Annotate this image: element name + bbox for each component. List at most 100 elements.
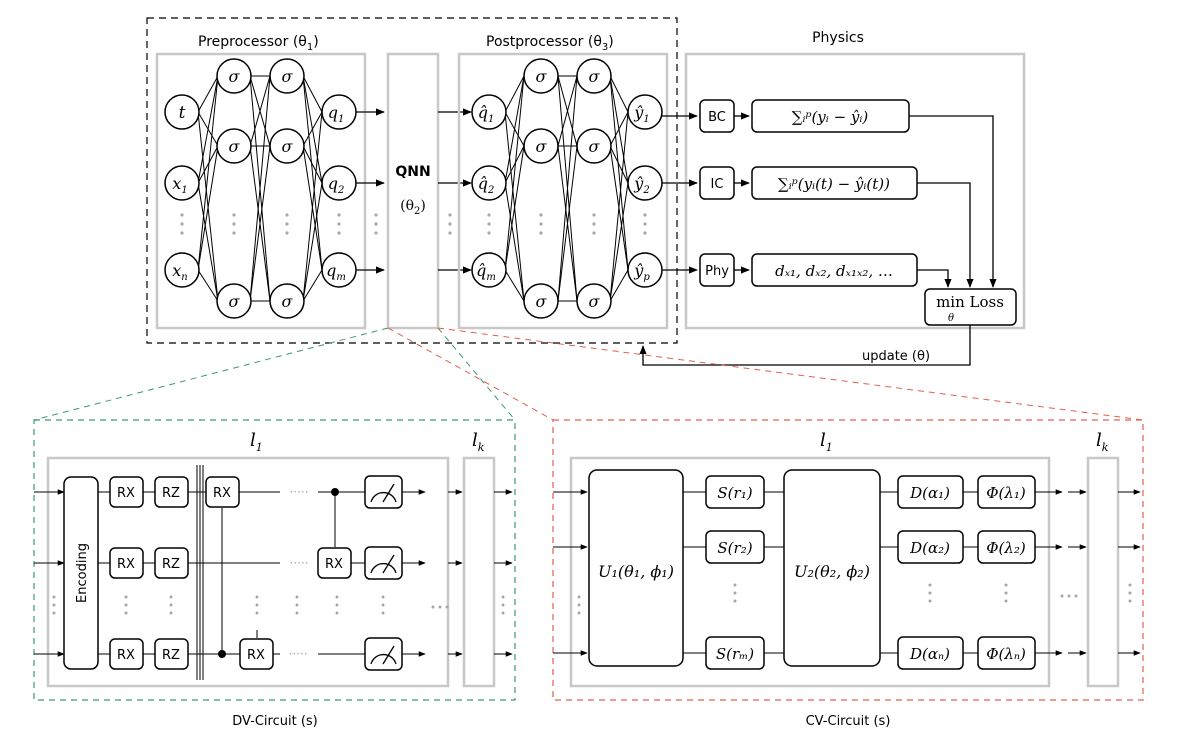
cv-displacement-gates: D(α₁) D(α₂) D(αₙ) bbox=[897, 475, 964, 670]
svg-text:σ: σ bbox=[282, 137, 294, 156]
dv-layer-k-label: lk bbox=[472, 430, 485, 454]
svg-text:RX: RX bbox=[213, 486, 231, 501]
postprocessor-hidden-layer-1: σ σ σ bbox=[523, 58, 559, 319]
postprocessor-title: Postprocessor (θ3) bbox=[486, 34, 614, 53]
svg-text:q̂m: q̂m bbox=[476, 261, 496, 283]
qnn-label: QNN bbox=[395, 164, 430, 180]
cv-layer-1-label: l1 bbox=[820, 430, 833, 454]
loss-subscript: θ bbox=[948, 313, 954, 324]
postprocessor-output-y2hat: ŷ2 bbox=[627, 165, 663, 201]
cv-ellipsis-between-layers bbox=[1060, 594, 1078, 598]
cv-squeeze-gates: S(r₁) S(r₂) S(rₘ) bbox=[705, 475, 765, 670]
dv-layer-k-box bbox=[462, 456, 496, 688]
qnn-to-post-arrows bbox=[438, 108, 472, 274]
svg-text:RX: RX bbox=[325, 557, 343, 572]
dv-ellipsis-1: ····· bbox=[289, 485, 308, 499]
svg-text:S(r₂): S(r₂) bbox=[717, 539, 752, 557]
svg-text:σ: σ bbox=[589, 67, 601, 86]
ic-tag: IC bbox=[711, 177, 724, 192]
ic-expression: ∑ᵢᵖ(yᵢ(t) − ŷᵢ(t)) bbox=[778, 175, 890, 193]
dv-encoding-label: Encoding bbox=[75, 543, 90, 603]
svg-text:t: t bbox=[179, 103, 186, 123]
update-label: update (θ) bbox=[862, 349, 930, 364]
postprocessor-hidden-layer-2: σ σ σ bbox=[576, 58, 612, 319]
preprocessor-input-xn: xn bbox=[164, 252, 200, 288]
svg-text:σ: σ bbox=[229, 292, 241, 311]
preprocessor-output-qm: qm bbox=[321, 252, 357, 288]
cv-layer-k-box bbox=[1086, 456, 1120, 688]
measurement-icon bbox=[364, 546, 403, 580]
svg-text:S(rₘ): S(rₘ) bbox=[716, 645, 754, 663]
svg-text:ŷ1: ŷ1 bbox=[633, 103, 649, 125]
preprocessor-ellipsis bbox=[180, 213, 378, 235]
svg-text:q2: q2 bbox=[328, 174, 345, 196]
dv-layer-1-box bbox=[46, 456, 450, 688]
postprocessor-input-q2hat: q̂2 bbox=[471, 165, 507, 201]
update-feedback-arrow bbox=[639, 325, 971, 366]
dv-vertical-ellipsis bbox=[52, 595, 505, 615]
svg-text:qm: qm bbox=[326, 261, 346, 283]
dv-layer-1-label: l1 bbox=[250, 430, 263, 454]
svg-text:RX: RX bbox=[117, 648, 135, 663]
preprocessor-input-t: t bbox=[164, 94, 200, 130]
pre-to-qnn-arrows bbox=[356, 108, 385, 274]
preprocessor-output-q1: q1 bbox=[321, 94, 357, 130]
dv-ellipsis-between-layers bbox=[431, 605, 449, 609]
svg-text:q̂2: q̂2 bbox=[478, 174, 495, 196]
svg-text:RX: RX bbox=[247, 648, 265, 663]
measurement-icon bbox=[364, 475, 403, 509]
cv-unitary-u2-label: U₂(θ₂, ϕ₂) bbox=[794, 562, 870, 581]
postprocessor-edges bbox=[504, 75, 629, 302]
cv-unitary-u1-label: U₁(θ₁, ϕ₁) bbox=[598, 562, 674, 581]
dv-control-dot-1 bbox=[218, 650, 226, 658]
cv-circuit-frame bbox=[552, 419, 1144, 701]
preprocessor-edges bbox=[197, 75, 323, 302]
postprocessor-input-qmhat: q̂m bbox=[471, 252, 507, 288]
loss-input-arrows bbox=[909, 115, 997, 288]
svg-text:q1: q1 bbox=[328, 103, 345, 125]
svg-text:Φ(λ₁): Φ(λ₁) bbox=[986, 484, 1026, 502]
dv-wires bbox=[34, 465, 513, 680]
cv-wires bbox=[553, 489, 1141, 656]
svg-text:σ: σ bbox=[536, 67, 548, 86]
svg-text:RZ: RZ bbox=[162, 557, 180, 572]
svg-text:RZ: RZ bbox=[162, 486, 180, 501]
preprocessor-hidden-layer-1: σ σ σ bbox=[216, 58, 252, 319]
preprocessor-hidden-layer-2: σ σ σ bbox=[269, 58, 305, 319]
preprocessor-output-q2: q2 bbox=[321, 165, 357, 201]
cv-phase-gates: Φ(λ₁) Φ(λ₂) Φ(λₙ) bbox=[977, 475, 1036, 670]
bc-tag: BC bbox=[708, 110, 726, 125]
dv-ellipsis-3: ····· bbox=[288, 647, 307, 661]
svg-text:ŷp: ŷp bbox=[633, 261, 650, 283]
zoom-lines bbox=[33, 327, 1144, 421]
svg-text:Φ(λₙ): Φ(λₙ) bbox=[986, 645, 1026, 663]
svg-text:D(α₁): D(α₁) bbox=[909, 484, 950, 502]
physics-title: Physics bbox=[812, 30, 864, 46]
post-to-physics-arrows bbox=[662, 112, 698, 274]
svg-text:D(αₙ): D(αₙ) bbox=[909, 645, 950, 663]
svg-text:xn: xn bbox=[172, 261, 187, 283]
svg-text:σ: σ bbox=[229, 137, 241, 156]
dv-encoding-box bbox=[63, 476, 99, 670]
svg-text:σ: σ bbox=[536, 292, 548, 311]
post-input-ellipsis-left bbox=[448, 213, 452, 235]
svg-text:q̂1: q̂1 bbox=[478, 103, 495, 125]
svg-text:σ: σ bbox=[536, 137, 548, 156]
svg-text:σ: σ bbox=[589, 137, 601, 156]
dv-gates: RX RZ RX RX RZ RX RX RZ RX bbox=[109, 476, 352, 670]
postprocessor-ellipsis bbox=[487, 213, 647, 235]
svg-text:σ: σ bbox=[282, 292, 294, 311]
svg-text:RX: RX bbox=[117, 557, 135, 572]
svg-text:ŷ2: ŷ2 bbox=[633, 174, 649, 196]
hybrid-model-frame bbox=[146, 17, 678, 344]
svg-text:Φ(λ₂): Φ(λ₂) bbox=[986, 539, 1026, 557]
postprocessor-input-q1hat: q̂1 bbox=[471, 94, 507, 130]
cv-layer-1-box bbox=[569, 456, 1051, 688]
preprocessor-box bbox=[155, 52, 367, 330]
svg-text:x1: x1 bbox=[172, 174, 187, 196]
cv-caption: CV-Circuit (s) bbox=[806, 714, 891, 729]
svg-text:S(r₁): S(r₁) bbox=[717, 484, 752, 502]
postprocessor-output-yphat: ŷp bbox=[627, 252, 663, 288]
postprocessor-box bbox=[457, 52, 669, 330]
